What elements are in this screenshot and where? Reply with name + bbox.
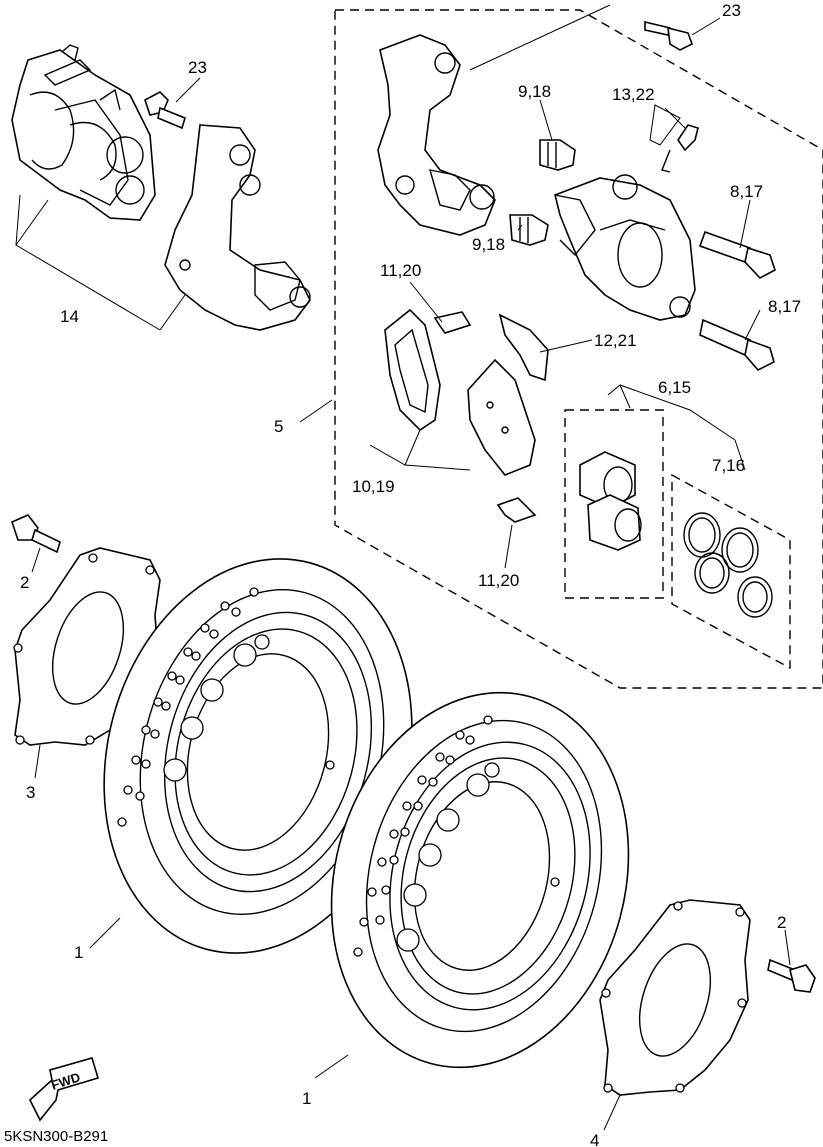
label-12-21: 12,21 [594, 331, 637, 350]
label-8-17-bottom: 8,17 [768, 297, 801, 316]
forward-direction-arrow: FWD [29, 1057, 99, 1122]
pad-clip-lower [496, 497, 537, 523]
label-8-17-top: 8,17 [730, 182, 763, 201]
label-4: 4 [590, 1131, 599, 1147]
label-13-22: 13,22 [612, 85, 655, 104]
bolt-2-left [11, 514, 61, 554]
label-11-20-top: 11,20 [380, 261, 421, 280]
caliper-pistons [579, 451, 642, 551]
label-9-18-mid: 9,18 [472, 235, 505, 254]
label-9-18-top: 9,18 [518, 82, 551, 101]
label-2-right: 2 [777, 913, 786, 932]
bolt-23-top [644, 20, 693, 51]
rotor-cover-right [599, 899, 751, 1096]
label-23-top: 23 [722, 1, 741, 20]
pin-boot-upper [539, 139, 576, 171]
label-5: 5 [274, 417, 283, 436]
label-14: 14 [60, 307, 79, 326]
label-7-16: 7,16 [712, 456, 745, 475]
label-10-19: 10,19 [352, 477, 395, 496]
bolt-23-left [144, 91, 186, 130]
front-caliper-assembly [11, 44, 156, 221]
label-1-left: 1 [74, 943, 83, 962]
caliper-body-right [554, 174, 696, 321]
label-1-right: 1 [302, 1089, 311, 1108]
pad-spring [498, 313, 549, 382]
pin-boot-lower [509, 214, 549, 246]
slide-pin-lower [699, 318, 775, 371]
brake-pad-right [467, 358, 536, 476]
label-6-15: 6,15 [658, 378, 691, 397]
label-3: 3 [26, 783, 35, 802]
brake-pad-left [384, 308, 441, 432]
caliper-bracket-right [377, 34, 496, 236]
brake-disc-left [103, 558, 413, 954]
slide-pin-upper [698, 230, 776, 279]
diagram-code: 5KSN300-B291 [4, 1128, 108, 1145]
pad-clip-upper [433, 311, 472, 334]
caliper-bracket-left [164, 124, 311, 331]
label-11-20-bottom: 11,20 [478, 571, 519, 590]
brake-disc-right [330, 691, 630, 1069]
part-labels: 23 23 9,18 13,22 8,17 9,18 8,17 11,20 12… [20, 1, 801, 1147]
label-23-left: 23 [188, 58, 207, 77]
piston-seals [683, 512, 773, 618]
bleeder-screw [661, 124, 699, 173]
caliper-assembly-outline [334, 9, 823, 689]
bolt-2-right [767, 958, 816, 993]
leader-lines [15, 4, 791, 1131]
label-2-left: 2 [20, 573, 29, 592]
